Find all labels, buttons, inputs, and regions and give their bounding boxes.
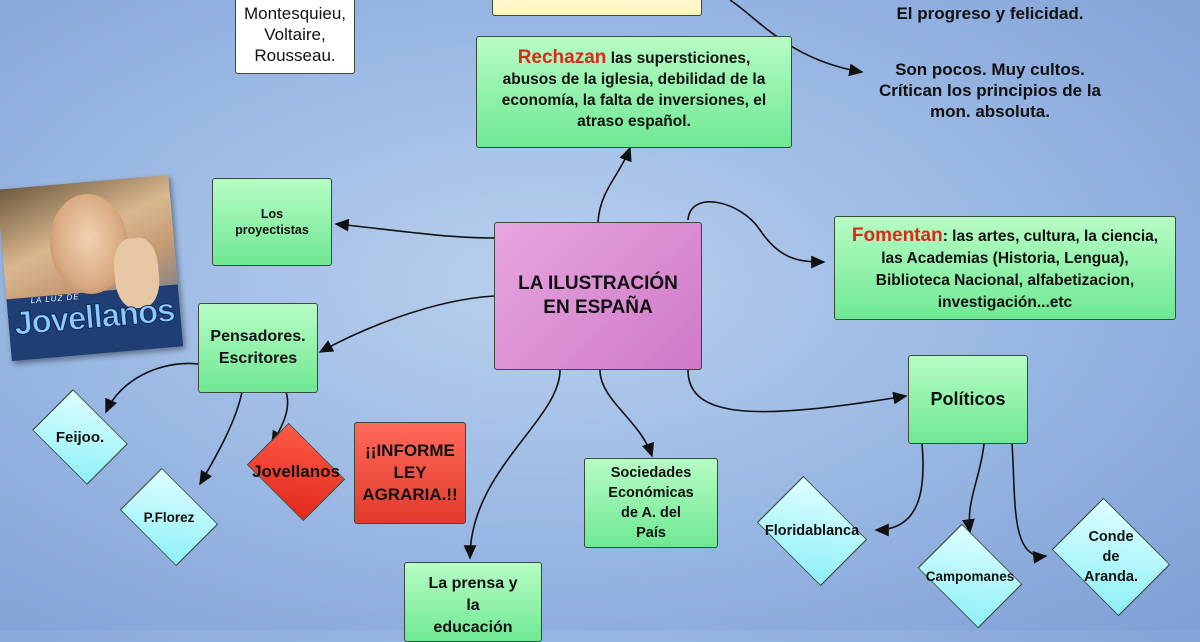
jovellanos-node[interactable]: Jovellanos	[236, 422, 356, 522]
sociedades-line-3: de A. del	[621, 505, 681, 521]
sociedades-line-2: Económicas	[608, 485, 694, 501]
sociedades-line-1: Sociedades	[610, 465, 692, 481]
floridablanca-node[interactable]: Floridablanca	[746, 475, 878, 587]
fomentan-box[interactable]: Fomentan: las artes, cultura, la ciencia…	[834, 216, 1176, 320]
edge-politicos-aranda	[1011, 443, 1048, 564]
philosopher-montesquieu: Montesquieu,	[243, 3, 347, 23]
rechazan-box[interactable]: Rechazan las supersticiones, abusos de l…	[476, 36, 792, 148]
jovellanos-portrait: LA LUZ DE Jovellanos	[0, 174, 184, 362]
center-node[interactable]: LA ILUSTRACIÓN EN ESPAÑA	[494, 222, 702, 370]
center-line-2: EN ESPAÑA	[543, 297, 653, 318]
proyectistas-line-2: proyectistas	[235, 223, 309, 237]
informe-line-3: AGRARIA.!!	[362, 485, 458, 504]
aranda-line-3: Aranda.	[1084, 569, 1138, 585]
edge-pensadores-pflorez	[199, 391, 243, 486]
edge-politicos-campomanes	[962, 443, 985, 534]
few-line-2: Crítican los principios de la	[879, 81, 1101, 100]
fomentan-keyword: Fomentan	[851, 225, 943, 246]
floridablanca-label: Floridablanca	[764, 523, 860, 539]
prensa-box[interactable]: La prensa y la educación	[404, 562, 542, 642]
few-line-3: mon. absoluta.	[930, 102, 1050, 121]
pensadores-line-1: Pensadores.	[210, 328, 306, 345]
edge-politicos-floridablanca	[874, 443, 924, 537]
edge-pensadores-feijoo	[105, 362, 199, 414]
pensadores-box[interactable]: Pensadores. Escritores	[198, 303, 318, 393]
edge-center-fomentan	[687, 201, 826, 269]
edge-center-politicos	[687, 369, 908, 413]
edge-center-pensadores	[318, 295, 495, 353]
aranda-line-2: de	[1102, 549, 1120, 565]
prensa-line-1: La prensa y	[428, 575, 518, 592]
prensa-line-3: educación	[433, 619, 513, 636]
philosopher-rousseau: Rousseau.	[254, 45, 336, 65]
prensa-line-2: la	[466, 597, 480, 614]
aranda-line-1: Conde	[1088, 529, 1134, 545]
pflorez-label: P.Florez	[143, 509, 195, 525]
edge-center-sociedades	[599, 369, 655, 458]
aranda-node[interactable]: Conde de Aranda.	[1044, 497, 1178, 617]
few-cultured-text: Son pocos. Muy cultos. Crítican los prin…	[850, 59, 1130, 122]
informe-line-1: ¡¡INFORME	[365, 441, 455, 460]
politicos-label: Políticos	[930, 389, 1006, 409]
rechazan-keyword: Rechazan	[517, 47, 607, 68]
politicos-box[interactable]: Políticos	[908, 355, 1028, 444]
sociedades-box[interactable]: Sociedades Económicas de A. del País	[584, 458, 718, 548]
progress-text: El progreso y felicidad.	[896, 4, 1084, 23]
jovellanos-label: Jovellanos	[252, 462, 340, 481]
proyectistas-line-1: Los	[260, 207, 284, 221]
edge-center-prensa	[463, 369, 561, 560]
feijoo-node[interactable]: Feijoo.	[22, 389, 138, 485]
edge-center-rechazan	[597, 146, 632, 223]
informe-line-2: LEY	[393, 463, 427, 482]
top-yellow-box[interactable]	[492, 0, 702, 16]
aranda-label: Conde de Aranda.	[1084, 527, 1138, 587]
fomentan-text: : las artes, cultura, la ciencia, las Ac…	[875, 228, 1159, 311]
edge-center-proyectistas	[334, 218, 495, 239]
pensadores-line-2: Escritores	[218, 350, 298, 367]
few-line-1: Son pocos. Muy cultos.	[895, 60, 1085, 79]
center-line-1: LA ILUSTRACIÓN	[518, 273, 678, 294]
rechazan-text: las supersticiones, abusos de la iglesia…	[501, 50, 767, 130]
feijoo-label: Feijoo.	[55, 428, 105, 446]
campomanes-node[interactable]: Campomanes	[908, 523, 1032, 629]
pflorez-node[interactable]: P.Florez	[110, 467, 228, 567]
campomanes-label: Campomanes	[925, 568, 1015, 584]
sociedades-line-4: País	[636, 525, 666, 541]
proyectistas-box[interactable]: Los proyectistas	[212, 178, 332, 266]
philosopher-voltaire: Voltaire,	[264, 24, 326, 44]
philosophers-box[interactable]: Montesquieu, Voltaire, Rousseau.	[235, 0, 355, 74]
informe-note[interactable]: ¡¡INFORME LEY AGRARIA.!!	[354, 422, 466, 524]
